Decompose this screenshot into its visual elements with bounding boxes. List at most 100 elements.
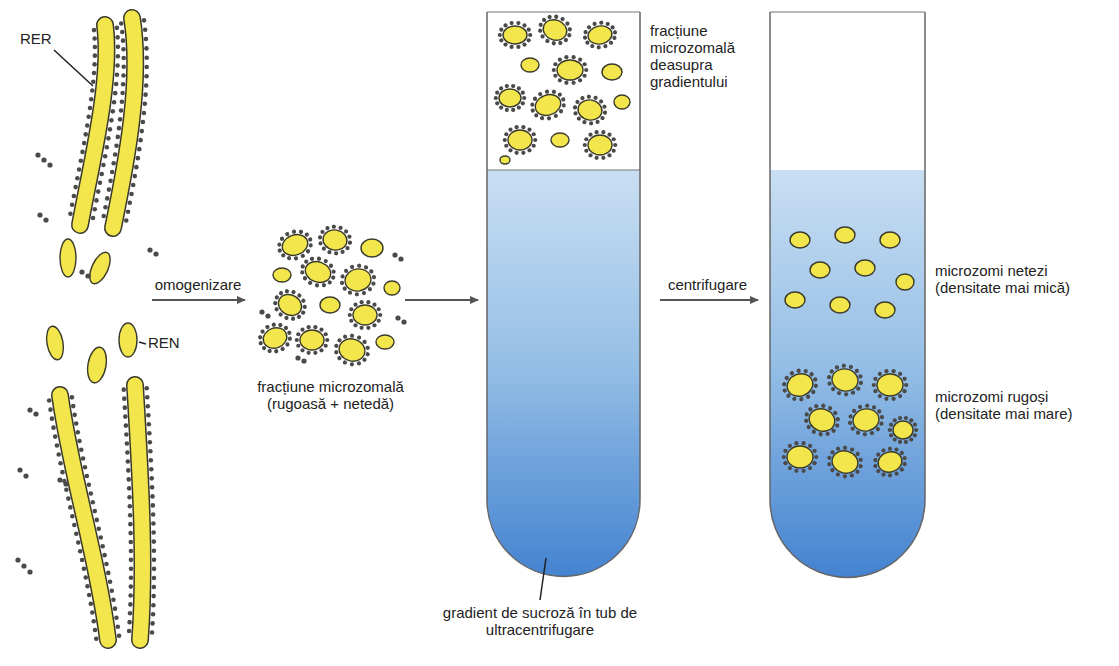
ribosome	[93, 53, 98, 58]
ribosome	[302, 276, 307, 281]
er-tube-outline	[135, 385, 143, 640]
ribosome	[873, 377, 877, 381]
ribosome	[324, 332, 328, 336]
ribosome	[601, 130, 605, 134]
ribosome	[498, 33, 502, 37]
ribosome	[612, 149, 616, 153]
ribosome	[573, 105, 578, 110]
ribosome	[121, 47, 126, 52]
ribosome	[98, 535, 103, 540]
ribosome	[534, 113, 539, 118]
ribosome	[124, 423, 129, 428]
ribosome	[812, 461, 816, 465]
ribosome	[93, 628, 98, 633]
rough-microsome	[315, 222, 354, 257]
ribosome	[122, 396, 127, 401]
ribosome	[575, 100, 580, 105]
ribosome	[504, 132, 508, 136]
ribosome	[401, 319, 406, 324]
vesicle	[508, 130, 532, 150]
ribosome	[372, 323, 376, 327]
ribosome	[794, 469, 798, 473]
ribosome	[295, 355, 300, 360]
ribosome	[55, 443, 60, 448]
ribosome	[532, 96, 537, 101]
ribosome	[305, 249, 310, 254]
ribosome	[140, 129, 145, 134]
er-tube	[80, 25, 106, 225]
ribosome	[92, 36, 97, 41]
ribosome	[510, 21, 514, 25]
ribosome	[41, 157, 46, 162]
ribosome	[106, 571, 111, 576]
ribosome	[870, 431, 875, 436]
ribosome	[830, 468, 835, 473]
ribosome	[124, 218, 129, 223]
ribosome	[92, 509, 97, 514]
ribosome	[128, 602, 133, 607]
smooth-microsome	[44, 325, 66, 361]
ribosome	[350, 265, 355, 270]
ribosome	[334, 343, 339, 348]
ribosome	[88, 106, 93, 111]
ribosome	[103, 154, 108, 159]
ribosome	[144, 46, 149, 51]
ribosome	[499, 38, 503, 42]
ribosome	[309, 256, 314, 261]
ribosome	[814, 403, 819, 408]
ribosome	[15, 557, 20, 562]
ribosome	[151, 612, 156, 617]
ribosome	[308, 237, 313, 242]
er-tube-outline	[80, 25, 106, 225]
smooth-microsome	[614, 95, 630, 109]
ribosome	[894, 447, 899, 452]
ribosome	[899, 467, 904, 472]
ribosome	[827, 375, 832, 380]
ribosome	[804, 412, 809, 417]
vesicle	[880, 232, 900, 248]
ribosome	[902, 377, 906, 381]
ribosome	[517, 105, 521, 109]
ribosome	[128, 611, 133, 616]
ribosome	[104, 145, 109, 150]
tube-outline	[487, 12, 640, 577]
ribosome	[300, 298, 306, 304]
ribosome	[47, 398, 52, 403]
ribosome	[144, 65, 149, 70]
ribosome	[881, 472, 886, 477]
ribosome	[291, 289, 297, 295]
rough-microsome	[498, 21, 533, 49]
ribosome	[873, 457, 878, 462]
ribosome	[90, 88, 95, 93]
ribosome	[858, 457, 863, 462]
ribosome	[70, 395, 75, 400]
ribosome	[892, 397, 896, 401]
ribosome	[21, 563, 26, 568]
ribosome	[913, 433, 917, 437]
ribosome	[134, 165, 139, 170]
ribosome	[511, 84, 515, 88]
ribosome	[884, 397, 888, 401]
label: centrifugare	[655, 276, 760, 293]
ribosome	[366, 300, 370, 304]
ribosome	[116, 135, 121, 140]
ribosome	[148, 440, 153, 445]
vesicle	[86, 249, 115, 287]
ribosome	[33, 411, 38, 416]
ribosome	[76, 540, 81, 545]
ribosome	[365, 345, 370, 350]
ribosome	[818, 432, 823, 437]
ribosome	[392, 252, 397, 257]
ribosome	[331, 224, 336, 229]
ribosome	[77, 167, 82, 172]
ribosome	[111, 161, 116, 166]
ribosome	[505, 108, 509, 112]
ribosome	[827, 455, 832, 460]
ribosome	[110, 109, 115, 114]
ribosome	[113, 152, 118, 157]
ribosome	[884, 369, 888, 373]
label: gradient de sucroză în tub de ultracentr…	[440, 604, 640, 638]
ribosome	[325, 226, 330, 231]
ribosome	[902, 455, 907, 460]
ribosome	[377, 307, 381, 311]
